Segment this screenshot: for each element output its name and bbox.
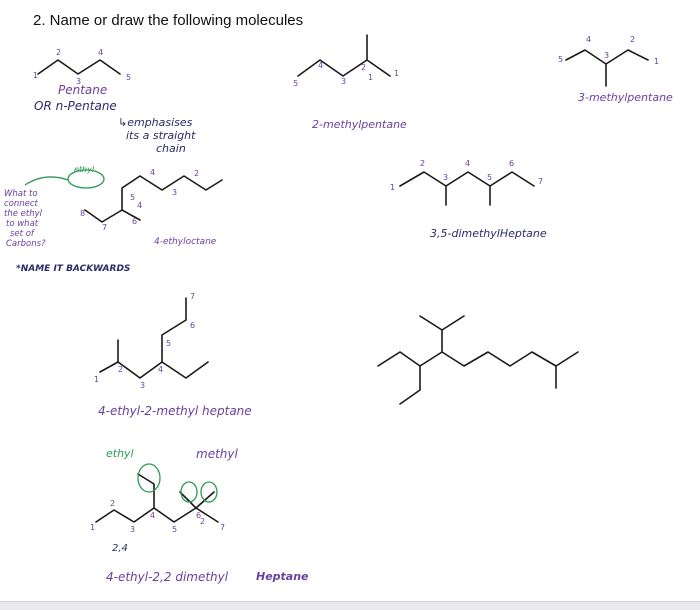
final-name-prefix: 4-ethyl-2,2 dimethyl [106, 570, 229, 584]
carbon-number: 2 [630, 35, 635, 44]
ethyl-label: ethyl [106, 447, 134, 460]
carbon-number: 4 [150, 168, 155, 177]
carbon-number: 4 [318, 61, 323, 70]
carbon-number: 2 [420, 159, 425, 168]
3-5-dimethylheptane-name: 3,5-dimethylHeptane [430, 227, 547, 240]
4-ethyl-2-methylheptane-skeleton: 1 2 3 4 5 6 7 [94, 292, 209, 390]
carbon-number: 5 [558, 55, 563, 64]
question-note-line-6: Carbons? [6, 239, 46, 249]
carbon-number: 7 [220, 523, 225, 532]
name-backwards-note: *NAME IT BACKWARDS [16, 264, 131, 274]
carbon-number: 4 [158, 365, 163, 374]
carbon-number: 1 [33, 71, 38, 80]
carbon-number: 7 [190, 292, 195, 301]
carbon-number: 2 [118, 365, 123, 374]
question-note-line-2: connect [4, 199, 38, 209]
carbon-number: 6 [132, 217, 137, 226]
carbon-number: 6 [196, 511, 201, 520]
locants-note: 2,4 [112, 543, 128, 554]
n-pentane-name: OR n-Pentane [34, 99, 117, 113]
carbon-number: 4 [586, 35, 591, 44]
unnamed-branched-molecule-skeleton [377, 315, 579, 405]
3-methylpentane-skeleton: 5 4 3 2 1 [558, 35, 659, 87]
carbon-number: 1 [654, 57, 659, 66]
ethyl-circle [67, 169, 105, 189]
carbon-number: 6 [190, 321, 195, 330]
emphasis-note-line-2: its a straight [126, 129, 196, 142]
carbon-number: 2 [194, 169, 199, 178]
4-ethyl-2-2-dimethylheptane-skeleton: 1 2 3 4 5 6 7 2 [90, 463, 225, 534]
question-note-line-5: set of [10, 229, 34, 239]
carbon-number: 3 [443, 173, 448, 182]
carbon-number: 6 [509, 159, 514, 168]
4-ethyloctane-skeleton: 8 7 5 4 4 3 2 6 [24, 168, 223, 232]
pentane-skeleton: 1 2 3 4 5 [33, 48, 131, 86]
methyl-circle [200, 481, 218, 503]
carbon-number: 3 [76, 77, 81, 86]
carbon-number: 2 [110, 499, 115, 508]
carbon-number: 5 [487, 173, 492, 182]
carbon-number: 4 [150, 511, 155, 520]
carbon-number: 5 [293, 79, 298, 88]
4-ethyloctane-name: 4-ethyloctane [154, 237, 217, 247]
carbon-number: 7 [538, 177, 543, 186]
carbon-number: 3 [341, 77, 346, 86]
carbon-number: 5 [130, 193, 135, 202]
2-methylpentane-skeleton: 5 4 3 2 1 1 [293, 34, 399, 88]
carbon-number: 3 [172, 188, 177, 197]
carbon-number: 3 [140, 381, 145, 390]
carbon-number: 2 [361, 63, 366, 72]
carbon-number: 4 [465, 159, 470, 168]
ethyl-circle [137, 463, 161, 493]
question-note-line-1: What to [4, 189, 38, 199]
carbon-number: 2 [56, 48, 61, 57]
4-ethyl-2-methylheptane-name: 4-ethyl-2-methyl heptane [98, 404, 252, 418]
pentane-name: Pentane [58, 83, 108, 97]
emphasis-note-line-1: ↳emphasises [118, 116, 193, 129]
carbon-number: 1 [368, 73, 373, 82]
emphasis-note-line-3: chain [156, 142, 186, 155]
methyl-circle [180, 481, 198, 503]
carbon-number: 1 [394, 69, 399, 78]
question-title: 2. Name or draw the following molecules [33, 12, 304, 29]
carbon-number: 1 [90, 523, 95, 532]
carbon-number: 5 [166, 339, 171, 348]
final-name-parent: Heptane [256, 570, 309, 583]
carbon-number: 1 [94, 375, 99, 384]
carbon-number: 3 [604, 51, 609, 60]
carbon-number: 3 [130, 525, 135, 534]
question-note-line-4: to what [6, 219, 39, 229]
3-5-dimethylheptane-skeleton: 1 2 3 4 5 6 7 [390, 159, 543, 206]
carbon-number: 8 [80, 209, 85, 218]
3-methylpentane-name: 3-methylpentane [578, 91, 673, 104]
2-methylpentane-name: 2-methylpentane [312, 118, 407, 131]
carbon-number: 2 [200, 517, 205, 526]
ethyl-small-label: ethyl [74, 165, 95, 174]
carbon-number: 5 [172, 525, 177, 534]
carbon-number: 1 [390, 183, 395, 192]
carbon-number: 5 [126, 73, 131, 82]
methyl-label: methyl [196, 447, 238, 461]
question-note-line-3: the ethyl [4, 209, 42, 219]
carbon-number: 4 [98, 48, 103, 57]
carbon-number: 4 [137, 201, 142, 210]
bottom-edge-bar [0, 601, 700, 610]
ethyl-arrow [24, 176, 69, 186]
carbon-number: 7 [102, 223, 107, 232]
